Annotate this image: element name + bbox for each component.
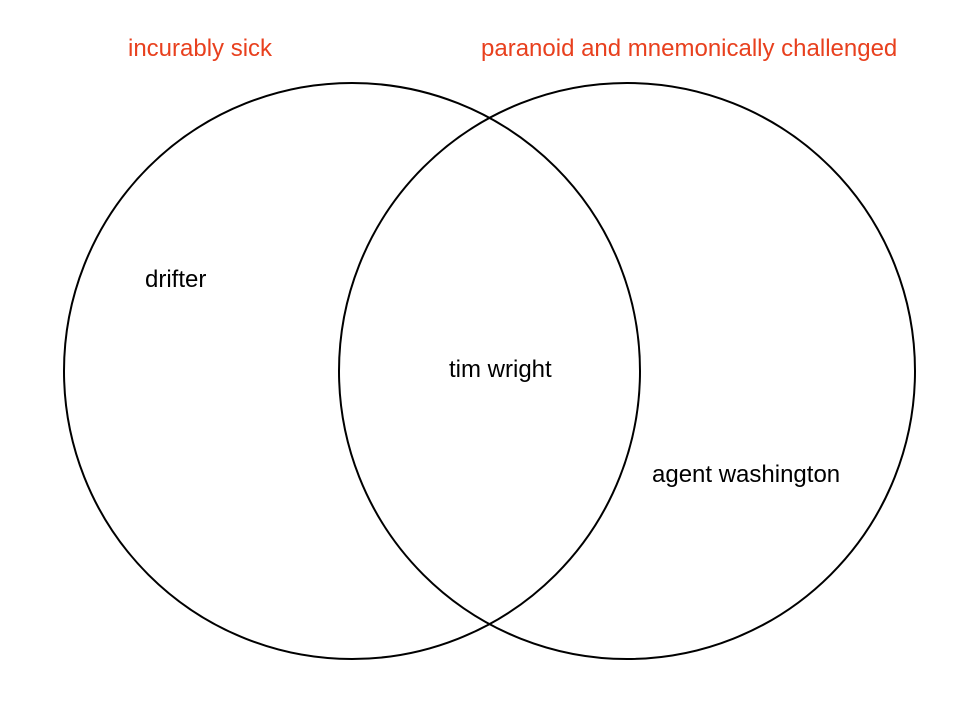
member-intersection: tim wright	[449, 356, 552, 383]
member-right-only: agent washington	[652, 461, 841, 488]
member-left-only: drifter	[145, 266, 207, 293]
set-label-right: paranoid and mnemonically challenged	[481, 35, 898, 62]
set-label-left: incurably sick	[128, 35, 273, 62]
circle-paranoid-and-mnemonically-challenged	[338, 82, 916, 660]
circle-incurably-sick	[63, 82, 641, 660]
